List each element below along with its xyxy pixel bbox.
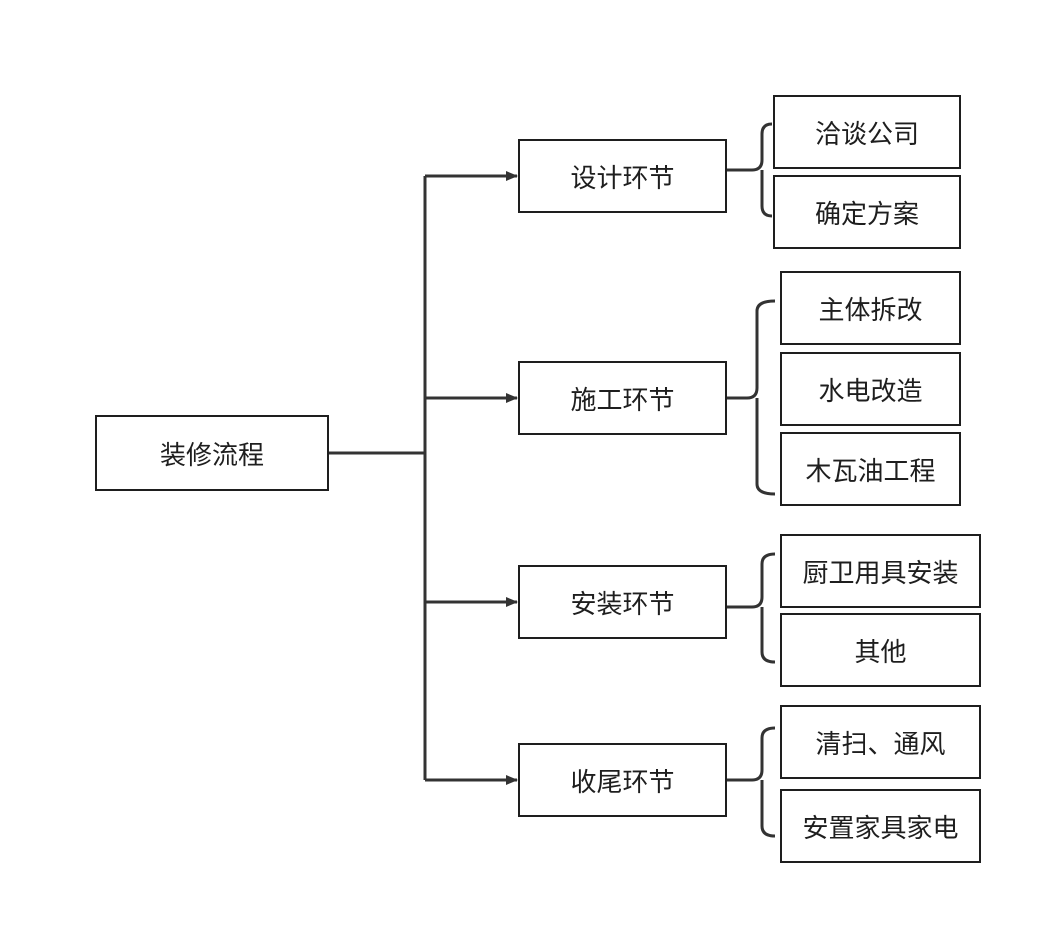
step-node-label: 确定方案: [814, 199, 919, 230]
step-node-label: 水电改造: [818, 376, 923, 407]
root-node: 装修流程: [95, 415, 329, 491]
stage-node-label: 安装环节: [570, 589, 675, 620]
stage-node-label: 设计环节: [570, 163, 675, 194]
step-node: 确定方案: [773, 175, 961, 249]
step-node-label: 洽谈公司: [814, 119, 919, 150]
step-node-label: 主体拆改: [818, 295, 923, 326]
stage-node-design: 设计环节: [518, 139, 727, 213]
step-node: 清扫、通风: [780, 705, 981, 779]
step-node-label: 清扫、通风: [815, 729, 946, 760]
step-node: 洽谈公司: [773, 95, 961, 169]
stage-node-finishing: 收尾环节: [518, 743, 727, 817]
step-node-label: 木瓦油工程: [805, 456, 936, 487]
stage-node-label: 施工环节: [570, 385, 675, 416]
stage-node-construction: 施工环节: [518, 361, 727, 435]
brace-installation: [727, 552, 776, 664]
root-node-label: 装修流程: [159, 440, 264, 471]
step-node: 安置家具家电: [780, 789, 981, 863]
step-node: 厨卫用具安装: [780, 534, 981, 608]
brace-construction: [727, 299, 776, 496]
step-node: 主体拆改: [780, 271, 961, 345]
stage-node-installation: 安装环节: [518, 565, 727, 639]
step-node: 水电改造: [780, 352, 961, 426]
brace-finishing: [727, 726, 776, 838]
step-node-label: 安置家具家电: [802, 813, 959, 844]
brace-design: [727, 122, 773, 218]
stage-node-label: 收尾环节: [570, 767, 675, 798]
step-node: 其他: [780, 613, 981, 687]
step-node-label: 厨卫用具安装: [802, 558, 959, 589]
step-node: 木瓦油工程: [780, 432, 961, 506]
step-node-label: 其他: [854, 637, 907, 668]
